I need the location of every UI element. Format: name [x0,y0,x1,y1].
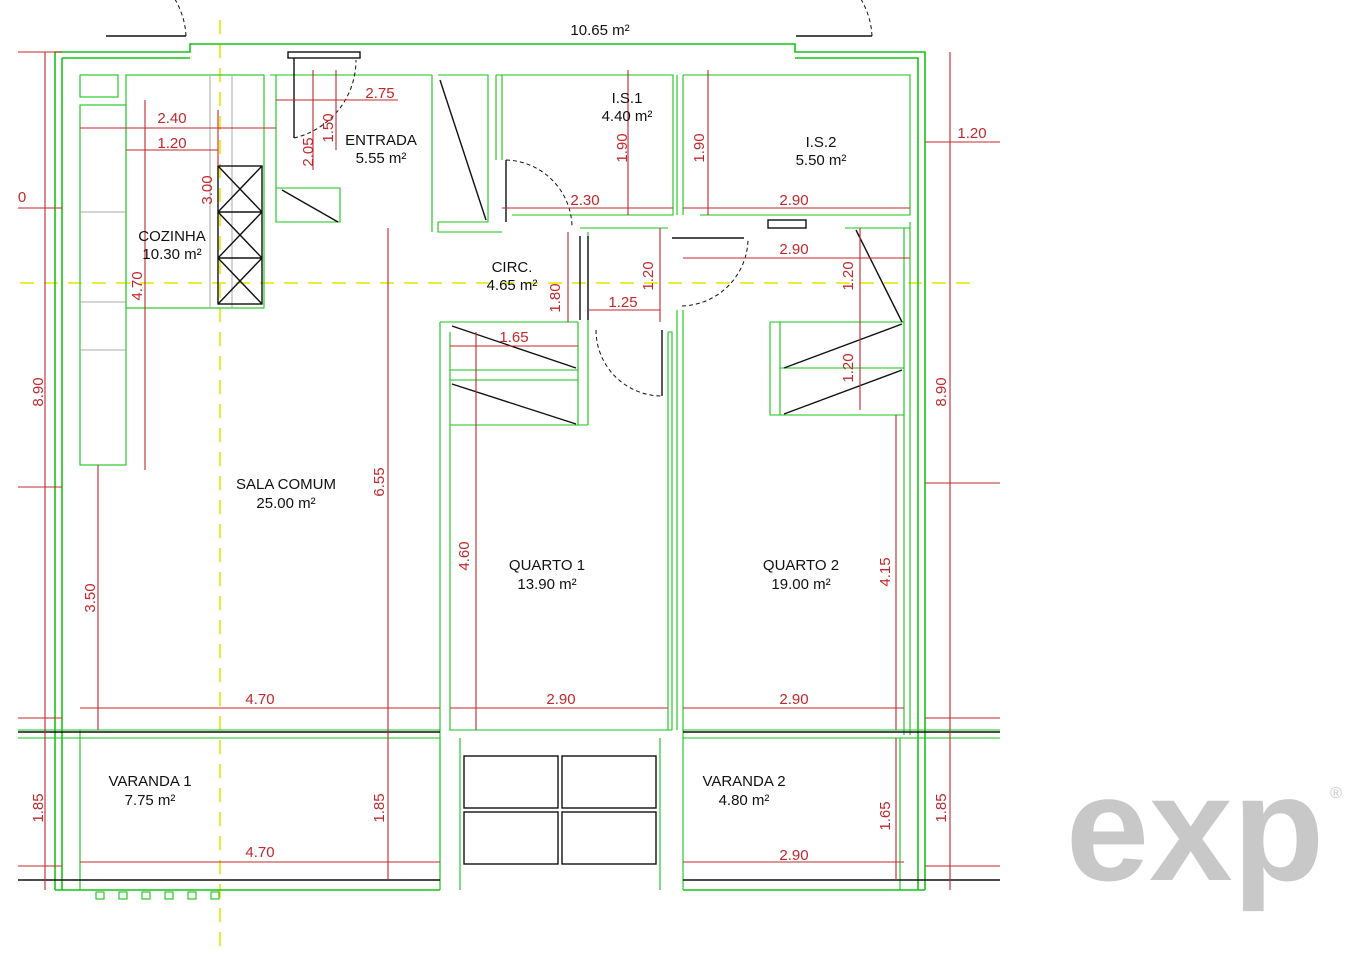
doors [106,0,873,397]
dim-2-05: 2.05 [300,137,317,166]
is1-area: 4.40 m² [602,108,653,125]
varanda1-name: VARANDA 1 [108,773,191,790]
dim-4-60: 4.60 [456,541,473,570]
dim-2-75: 2.75 [365,85,394,102]
top-area-label: 10.65 m² [570,22,629,39]
dim-0-left: 0 [18,189,26,206]
dim-1-85-right: 1.85 [933,793,950,822]
exp-logo-text: exp [1066,744,1324,912]
walls [18,43,1000,891]
exp-logo: exp ® [1066,744,1342,912]
quarto2-area: 19.00 m² [771,576,830,593]
dim-4-70-var1: 4.70 [245,844,274,861]
dim-4-70-kitchen: 4.70 [129,271,146,300]
dim-1-50: 1.50 [320,113,337,142]
dim-4-70-sala: 4.70 [245,691,274,708]
cozinha-area: 10.30 m² [142,246,201,263]
quarto1-area: 13.90 m² [517,576,576,593]
dim-1-90-is1: 1.90 [614,133,631,162]
balcony-drains [95,891,220,900]
window-panel [463,755,657,865]
dim-3-50: 3.50 [82,583,99,612]
varanda1-area: 7.75 m² [125,792,176,809]
circ-name: CIRC. [492,259,533,276]
circ-area: 4.65 m² [487,277,538,294]
dim-1-20-kitchen: 1.20 [157,135,186,152]
dim-6-55: 6.55 [371,467,388,496]
sala-area: 25.00 m² [256,495,315,512]
dim-2-90-is2: 2.90 [779,192,808,209]
kitchen-counter [79,74,265,466]
quarto1-name: QUARTO 1 [509,557,585,574]
quarto2-name: QUARTO 2 [763,557,839,574]
room-labels: 10.65 m² ENTRADA 5.55 m² I.S.1 4.40 m² I… [108,22,846,809]
is2-name: I.S.2 [806,134,837,151]
dim-2-90-var2: 2.90 [779,847,808,864]
entrada-area: 5.55 m² [356,150,407,167]
cozinha-name: COZINHA [138,228,206,245]
dimension-lines [18,51,1000,890]
axis-lines [20,20,980,955]
dim-1-20-q2b: 1.20 [840,353,857,382]
dim-1-65-closet: 1.65 [499,329,528,346]
dim-1-85-mid: 1.85 [371,793,388,822]
is2-area: 5.50 m² [796,152,847,169]
entrada-name: ENTRADA [345,132,417,149]
is1-name: I.S.1 [612,90,643,107]
dimension-labels: 2.75 2.40 1.20 1.50 2.05 3.00 4.70 1.90 … [18,85,987,864]
dim-1-20-q2a: 1.20 [840,261,857,290]
dim-4-15: 4.15 [877,557,894,586]
dim-2-90-q1: 2.90 [546,691,575,708]
dim-3-00: 3.00 [199,175,216,204]
dim-1-90-is2: 1.90 [691,133,708,162]
varanda2-area: 4.80 m² [719,792,770,809]
dim-2-90-hall: 2.90 [779,241,808,258]
dim-8-90-left: 8.90 [30,377,47,406]
dim-1-65-var2: 1.65 [877,801,894,830]
dim-2-90-q2: 2.90 [779,691,808,708]
varanda2-name: VARANDA 2 [702,773,785,790]
dim-8-90-right: 8.90 [933,377,950,406]
dim-1-20-circ: 1.20 [640,261,657,290]
sala-name: SALA COMUM [236,476,336,493]
shelving-unit [217,165,263,305]
exp-registered-mark: ® [1330,785,1342,802]
dim-1-80: 1.80 [547,283,564,312]
wardrobes [281,79,903,425]
dim-1-25: 1.25 [608,294,637,311]
dim-2-30: 2.30 [570,192,599,209]
dim-1-85-left: 1.85 [30,793,47,822]
dim-2-40: 2.40 [157,110,186,127]
dim-1-20-right: 1.20 [957,125,986,142]
